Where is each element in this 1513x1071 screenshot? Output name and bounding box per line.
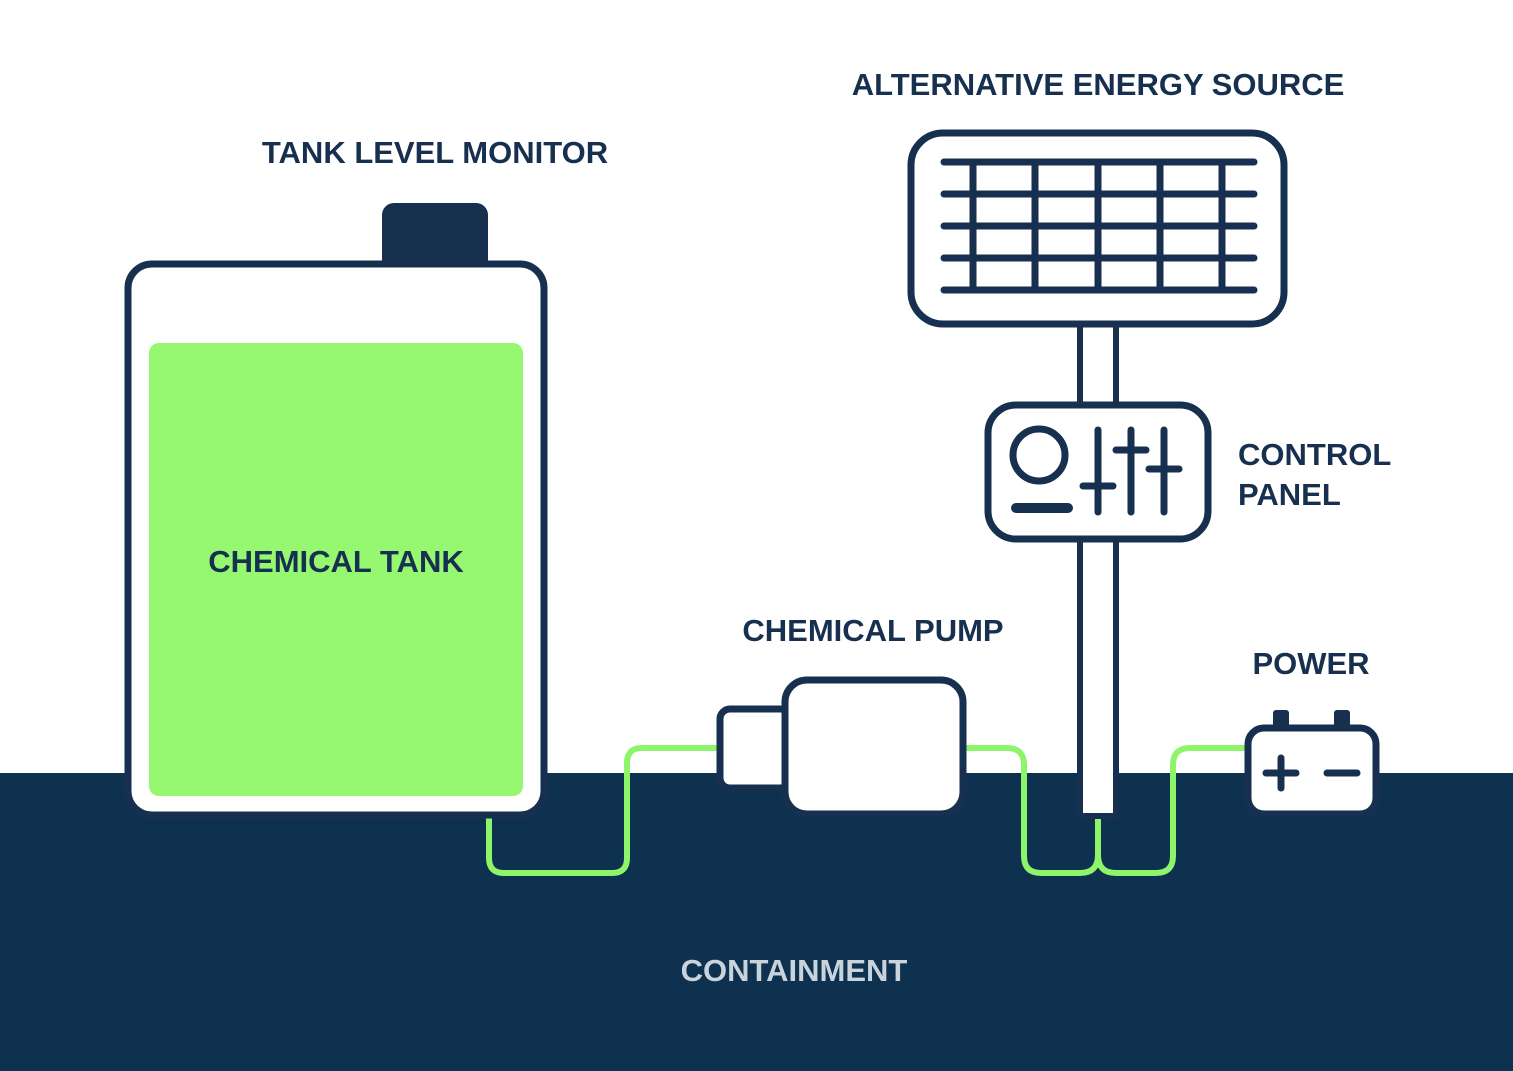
pump-icon (716, 676, 967, 818)
chemical-pump-label: CHEMICAL PUMP (742, 613, 1003, 648)
pole-upper (1077, 317, 1119, 418)
chemical-liquid (149, 343, 523, 796)
pump-inlet (716, 705, 794, 792)
pump-body (781, 676, 967, 818)
solar-pole (1077, 317, 1119, 819)
solar-panel-grid (940, 158, 1258, 294)
jug-icon (124, 203, 548, 819)
battery-to-controller-wire (1095, 745, 1251, 876)
containment-area (0, 773, 1513, 1071)
tank-to-pump-wire (486, 745, 722, 876)
control-sliders (1079, 426, 1183, 516)
tank-level-monitor-cap (382, 203, 488, 273)
tank-level-monitor-label: TANK LEVEL MONITOR (262, 135, 608, 170)
pole-lower (1077, 533, 1119, 819)
control-panel-icon (984, 401, 1212, 543)
control-panel-label-line2: PANEL (1238, 477, 1341, 512)
control-dial (1009, 425, 1069, 485)
containment-label: CONTAINMENT (681, 953, 908, 988)
battery-icon (1244, 710, 1380, 818)
wires (486, 542, 1251, 876)
control-panel-label-line1: CONTROL (1238, 437, 1391, 472)
battery-body (1244, 724, 1380, 818)
power-label: POWER (1252, 646, 1369, 681)
pump-to-controller-wire (960, 542, 1101, 876)
battery-signs (1262, 754, 1361, 792)
alternative-energy-source-label: ALTERNATIVE ENERGY SOURCE (852, 67, 1345, 102)
chemical-tank-label: CHEMICAL TANK (208, 544, 464, 579)
solar-panel-icon (907, 129, 1288, 328)
